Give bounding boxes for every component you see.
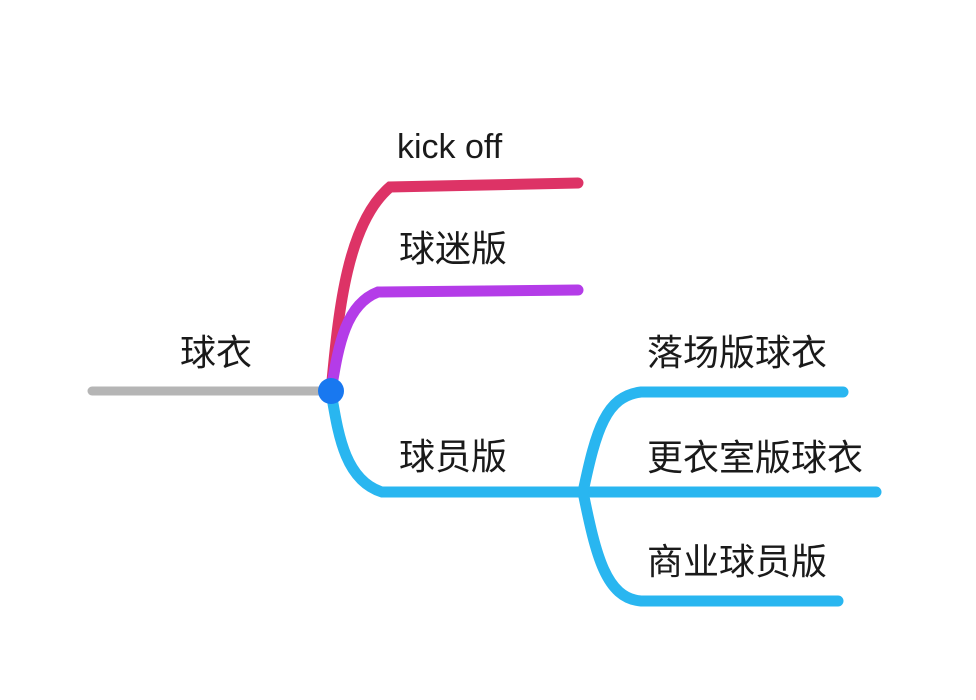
branch-label-match-version[interactable]: 落场版球衣 [647, 333, 828, 374]
branch-line-match-version[interactable] [577, 386, 849, 498]
root-node-label[interactable]: 球衣 [180, 333, 253, 374]
branch-label-kick-off[interactable]: kick off [397, 128, 503, 166]
branch-label-locker-room-version[interactable]: 更衣室版球衣 [647, 438, 864, 479]
branch-label-player-version[interactable]: 球员版 [399, 437, 508, 478]
branch-line-commercial-player-version[interactable] [577, 486, 844, 607]
root-junction-dot[interactable] [318, 378, 344, 404]
branch-line-fan-version[interactable] [325, 284, 584, 397]
branch-line-player-version[interactable] [325, 386, 882, 498]
branch-label-commercial-player-version[interactable]: 商业球员版 [647, 542, 828, 583]
branch-label-fan-version[interactable]: 球迷版 [399, 229, 508, 270]
